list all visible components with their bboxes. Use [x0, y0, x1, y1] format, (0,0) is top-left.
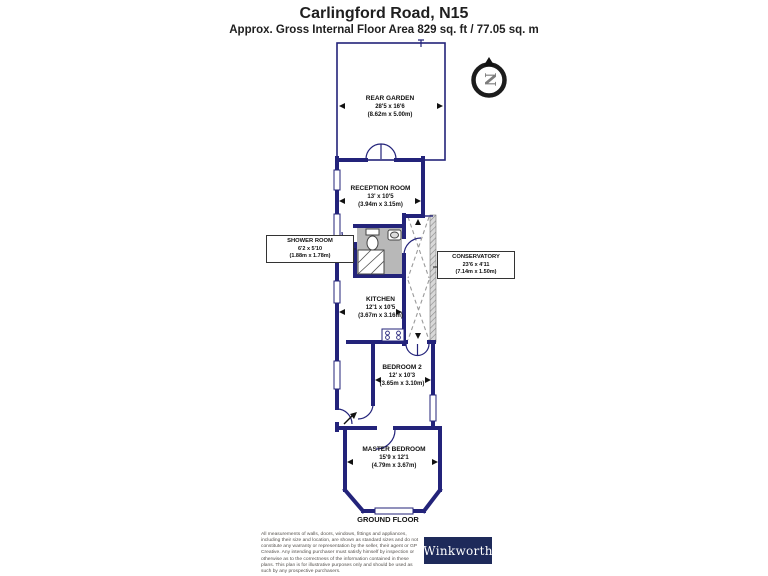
room-label-master-bedroom: MASTER BEDROOM 15'9 x 12'1 (4.79m x 3.67… — [342, 446, 446, 470]
disclaimer-text: All measurements of walls, doors, window… — [261, 532, 419, 574]
room-dims-metric: (3.65m x 3.10m) — [379, 380, 425, 387]
room-dims-imperial: 28'5 x 16'6 — [375, 103, 405, 110]
room-label-reception: RECEPTION ROOM 13' x 10'5 (3.94m x 3.15m… — [328, 185, 433, 209]
room-label-kitchen: KITCHEN 12'1 x 10'5 (3.67m x 3.16m) — [328, 296, 433, 320]
room-dims-imperial: 15'9 x 12'1 — [379, 454, 409, 461]
page-title: Carlingford Road, N15 — [299, 5, 469, 22]
dimension-arrows — [339, 103, 443, 465]
sink-icon — [387, 229, 402, 241]
room-dims-metric: (4.79m x 3.67m) — [371, 462, 417, 469]
room-label-conservatory: CONSERVATORY 23'6 x 4'11 (7.14m x 1.50m) — [437, 251, 515, 280]
room-dims-imperial: 12' x 10'3 — [388, 372, 416, 379]
room-label-bedroom2: BEDROOM 2 12' x 10'3 (3.65m x 3.10m) — [352, 364, 452, 388]
floor-area-subtitle: Approx. Gross Internal Floor Area 829 sq… — [229, 24, 539, 36]
conservatory-outer-wall — [429, 214, 437, 343]
room-name: SHOWER ROOM — [287, 238, 333, 244]
room-dims-imperial: 23'6 x 4'11 — [462, 261, 490, 268]
compass-north-icon — [471, 57, 507, 98]
room-label-shower: SHOWER ROOM 6'2 x 5'10 (1.88m x 1.78m) — [266, 235, 354, 264]
room-name: KITCHEN — [366, 296, 395, 303]
room-dims-metric: (3.94m x 3.15m) — [358, 201, 403, 208]
room-label-rear-garden: REAR GARDEN 28'5 x 16'6 (8.62m x 5.00m) — [330, 95, 450, 119]
entrance-arrow-icon — [343, 412, 357, 425]
room-name: BEDROOM 2 — [382, 364, 422, 371]
room-dims-imperial: 6'2 x 5'10 — [297, 245, 323, 252]
room-name: CONSERVATORY — [452, 254, 500, 260]
garden-gate-mark — [418, 39, 424, 47]
brand-name: Winkworth — [423, 543, 493, 558]
floor-label: GROUND FLOOR — [357, 515, 419, 524]
window-symbols — [333, 169, 437, 515]
room-name: MASTER BEDROOM — [362, 446, 426, 453]
conservatory-glazing-hatch — [407, 216, 430, 341]
room-name: RECEPTION ROOM — [350, 185, 411, 192]
winkworth-logo: Winkworth — [423, 537, 493, 564]
room-dims-metric: (1.88m x 1.78m) — [289, 252, 331, 259]
room-name: REAR GARDEN — [365, 95, 415, 102]
rear-garden-outline — [336, 42, 446, 161]
room-dims-imperial: 12'1 x 10'5 — [365, 304, 396, 311]
toilet-icon — [365, 228, 380, 251]
room-dims-imperial: 13' x 10'5 — [367, 193, 394, 200]
compass-label: N — [481, 72, 499, 87]
room-dims-metric: (3.67m x 3.16m) — [358, 312, 403, 319]
room-dims-metric: (7.14m x 1.50m) — [455, 268, 497, 275]
room-dims-metric: (8.62m x 5.00m) — [367, 111, 413, 118]
shower-tray-icon — [357, 249, 385, 275]
stove-icon — [381, 328, 405, 342]
